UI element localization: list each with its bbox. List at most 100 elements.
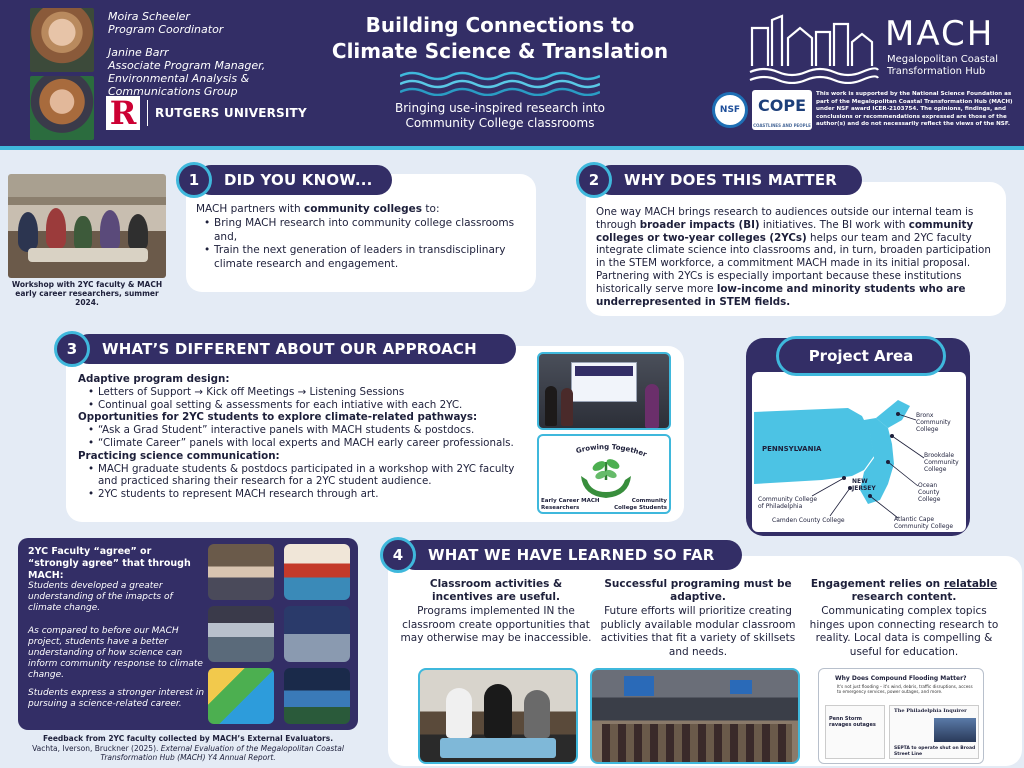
lesson-2-heading: Successful programing must be adaptive.: [604, 578, 792, 603]
poster-subtitle: Bringing use-inspired research into Comm…: [330, 101, 670, 131]
section-1-intro: MACH partners with community colleges to…: [196, 203, 440, 215]
janine-headshot: [30, 76, 94, 140]
approach-bullet-1b: Continual goal setting & assessments for…: [86, 399, 530, 412]
plant-hands-icon: [581, 459, 631, 498]
workshop-caption: Workshop with 2YC faculty & MACH early c…: [11, 280, 163, 307]
section-2-body: One way MACH brings research to audience…: [596, 206, 991, 308]
approach-bullet-2b: “Climate Career” panels with local exper…: [86, 437, 530, 450]
news-headline-2: SEPTA to operate shut on Broad Street Li…: [894, 746, 976, 757]
brookdale-label: Brookdale Community College: [924, 452, 959, 473]
title-line-1: Building Connections to: [365, 13, 635, 37]
mach-subtitle: Megalopolitan Coastal Transformation Hub: [887, 54, 998, 78]
section-4-heading: WHAT WE HAVE LEARNED SO FAR: [400, 540, 742, 570]
lesson-3-body: Communicating complex topics hinges upon…: [809, 605, 999, 658]
rutgers-logo: R RUTGERS UNIVERSITY: [106, 96, 307, 130]
author-1-role: Program Coordinator: [108, 23, 224, 36]
camden-label: Camden County College: [772, 517, 845, 524]
lesson-1-heading: Classroom activities & incentives are us…: [429, 578, 563, 603]
bronx-label: Bronx Community College: [916, 412, 951, 433]
approach-sub-1: Adaptive program design:: [78, 373, 230, 385]
author-1-name: Moira Scheeler: [108, 10, 190, 23]
author-2-role-3: Communications Group: [108, 85, 238, 98]
news-headline-1: Penn Storm ravages outages: [829, 716, 876, 728]
author-2-role-2: Environmental Analysis &: [108, 72, 250, 85]
cope-logo: COPE COASTLINES AND PEOPLE: [752, 90, 812, 130]
section-2-heading: WHY DOES THIS MATTER: [596, 165, 862, 195]
lesson-3: Engagement relies on relatable research …: [806, 578, 1002, 659]
waves-icon: [400, 71, 600, 96]
faculty-point-3: Students express a stronger interest in …: [28, 688, 205, 709]
growing-together-graphic: Growing Together Early Career MACH Resea…: [537, 434, 671, 514]
subtitle-line-1: Bringing use-inspired research into: [394, 101, 605, 115]
lesson-1-body: Programs implemented IN the classroom cr…: [400, 605, 592, 644]
cope-word: COPE: [758, 96, 806, 115]
classroom-photo-1: [208, 606, 274, 662]
faculty-point-2: As compared to before our MACH project, …: [28, 626, 203, 680]
poster-title: Building Connections to Climate Science …: [290, 12, 710, 64]
author-2-role-1: Associate Program Manager,: [108, 59, 266, 72]
section-2-card: [586, 182, 1006, 316]
pa-label: PENNSYLVANIA: [762, 445, 822, 453]
growing-left-label: Early Career MACH Researchers: [541, 498, 600, 511]
atlantic-label: Atlantic Cape Community College: [894, 516, 954, 530]
presenter-photo: [284, 606, 350, 662]
lesson-3-heading: Engagement relies on relatable research …: [810, 578, 998, 603]
approach-sub-3: Practicing science communication:: [78, 449, 280, 462]
caption-citation: Vachta, Iverson, Bruckner (2025). Extern…: [32, 743, 344, 763]
title-line-2: Climate Science & Translation: [331, 39, 669, 63]
project-area-map: PENNSYLVANIA NEW JERSEY Bronx Community …: [752, 372, 966, 532]
mach-sub-2: Transformation Hub: [887, 66, 986, 77]
section-1-number: 1: [176, 162, 212, 198]
subtitle-line-2: Community College classrooms: [405, 116, 595, 130]
news-article-image: Why Does Compound Flooding Matter? It's …: [818, 668, 984, 764]
art-photo-3: [284, 668, 350, 724]
region-map-icon: [754, 400, 925, 519]
students-model-photo: [418, 668, 578, 764]
approach-bullet-1a: Letters of Support → Kick off Meetings →…: [86, 386, 530, 399]
ocean-label: Ocean County College: [918, 482, 941, 503]
philly-label: Community College of Philadelphia: [758, 496, 818, 510]
section-1-body: MACH partners with community colleges to…: [196, 203, 528, 272]
presentation-photo: [537, 352, 671, 430]
nj-label: NEW JERSEY: [852, 478, 876, 492]
section-3-heading: WHAT’S DIFFERENT ABOUT OUR APPROACH: [74, 334, 516, 364]
mach-wordmark: MACH: [885, 14, 995, 54]
faculty-point-1: Students developed a greater understandi…: [28, 581, 173, 613]
caption-source: Feedback from 2YC faculty collected by M…: [42, 734, 334, 743]
workshop-photo: [8, 174, 166, 278]
mach-sub-1: Megalopolitan Coastal: [887, 54, 999, 65]
lecture-hall-photo: [590, 668, 800, 764]
art-photo-1: [284, 544, 350, 600]
section-1-bullet-1: Bring MACH research into community colle…: [202, 217, 528, 245]
news-masthead: The Philadelphia Inquirer: [894, 708, 967, 714]
rutgers-name: RUTGERS UNIVERSITY: [155, 106, 307, 120]
author-2-name: Janine Barr: [108, 46, 169, 59]
lesson-1: Classroom activities & incentives are us…: [398, 578, 594, 646]
project-area-title: Project Area: [776, 336, 946, 376]
news-summary: It's not just flooding – it's wind, debr…: [837, 684, 973, 695]
lesson-2: Successful programing must be adaptive. …: [600, 578, 796, 659]
approach-bullet-3a: MACH graduate students & postdocs partic…: [86, 463, 530, 489]
section-1-bullet-2: Train the next generation of leaders in …: [202, 244, 528, 272]
section-3-number: 3: [54, 331, 90, 367]
approach-bullet-3b: 2YC students to represent MACH research …: [86, 488, 530, 501]
faculty-feedback-title: 2YC Faculty “agree” or “strongly agree” …: [28, 546, 191, 581]
header-divider: [0, 146, 1024, 150]
funding-acknowledgement: This work is supported by the National S…: [816, 91, 1013, 128]
cope-tagline: COASTLINES AND PEOPLE: [753, 123, 811, 128]
faculty-feedback-caption: Feedback from 2YC faculty collected by M…: [8, 734, 368, 763]
section-3-body: Adaptive program design: Letters of Supp…: [78, 373, 530, 501]
mach-skyline-icon: [749, 14, 879, 84]
section-1-heading: DID YOU KNOW...: [196, 165, 392, 195]
section-2-number: 2: [576, 162, 612, 198]
lesson-2-body: Future efforts will prioritize creating …: [600, 605, 796, 658]
rutgers-r-mark: R: [106, 96, 140, 130]
section-4-number: 4: [380, 537, 416, 573]
growing-right-label: Community College Students: [614, 498, 667, 511]
authors-block: Moira Scheeler Program Coordinator Janin…: [108, 10, 265, 98]
growing-together-arc: Growing Together: [575, 443, 648, 459]
news-title: Why Does Compound Flooding Matter?: [835, 675, 967, 682]
moira-headshot: [30, 8, 94, 72]
approach-sub-2: Opportunities for 2YC students to explor…: [78, 411, 478, 424]
approach-bullet-2a: “Ask a Grad Student” interactive panels …: [86, 424, 530, 437]
